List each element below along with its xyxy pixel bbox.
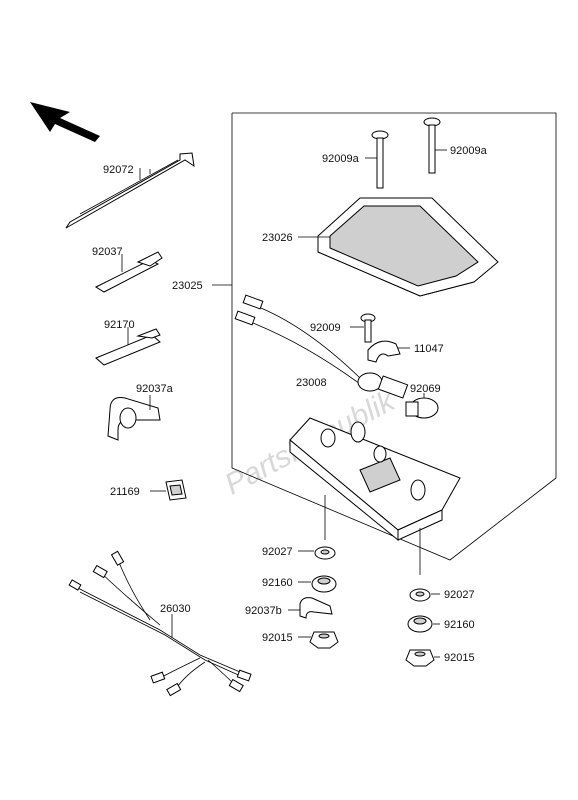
washer-92027-left — [314, 546, 336, 560]
part-label-92160-left: 92160 — [262, 577, 293, 589]
part-label-21169: 21169 — [110, 486, 140, 498]
part-label-26030: 26030 — [160, 603, 191, 615]
part-label-92037a: 92037a — [136, 383, 174, 395]
wiring-harness-26030 — [68, 550, 252, 697]
part-label-23026: 23026 — [262, 232, 293, 244]
nut-21169 — [165, 479, 187, 501]
bulb-92069 — [405, 397, 439, 419]
socket-23008 — [234, 294, 409, 399]
clamp-11047 — [367, 340, 401, 363]
clamp-92037 — [94, 251, 163, 293]
part-label-92072: 92072 — [103, 164, 134, 176]
part-label-92037: 92037 — [92, 246, 123, 258]
part-label-92037b: 92037b — [245, 605, 282, 617]
grommet-92160-right — [407, 615, 433, 633]
lens-cover-23026 — [317, 197, 499, 297]
part-label-23008: 23008 — [296, 377, 327, 389]
front-direction-arrow-icon — [30, 102, 100, 142]
part-label-92027-right: 92027 — [444, 589, 475, 601]
grommet-92160-left — [311, 575, 337, 593]
nut-92015-right — [405, 649, 435, 667]
screw-92009a-right — [423, 117, 441, 174]
part-label-92069: 92069 — [410, 383, 441, 395]
washer-92027-right — [409, 588, 431, 602]
part-label-92027-left: 92027 — [262, 546, 293, 558]
part-label-92170: 92170 — [104, 319, 135, 331]
part-label-23025: 23025 — [172, 280, 203, 292]
clamp-92037b — [299, 597, 333, 619]
housing-base — [289, 417, 461, 575]
screw-92009 — [360, 313, 376, 343]
part-label-92160-right: 92160 — [444, 619, 475, 631]
strip-92170 — [95, 328, 161, 366]
assembly-outline — [231, 112, 557, 561]
part-label-92009a-left: 92009a — [322, 153, 360, 165]
part-label-92009a-right: 92009a — [450, 145, 488, 157]
part-label-92015-left: 92015 — [262, 632, 293, 644]
part-label-92015-right: 92015 — [444, 652, 475, 664]
cable-tie-92072 — [65, 152, 195, 229]
part-label-11047: 11047 — [414, 343, 444, 355]
nut-92015-left — [309, 631, 339, 649]
clamp-92037a — [107, 397, 161, 441]
screw-92009a-left — [371, 130, 389, 189]
part-label-92009: 92009 — [310, 322, 341, 334]
